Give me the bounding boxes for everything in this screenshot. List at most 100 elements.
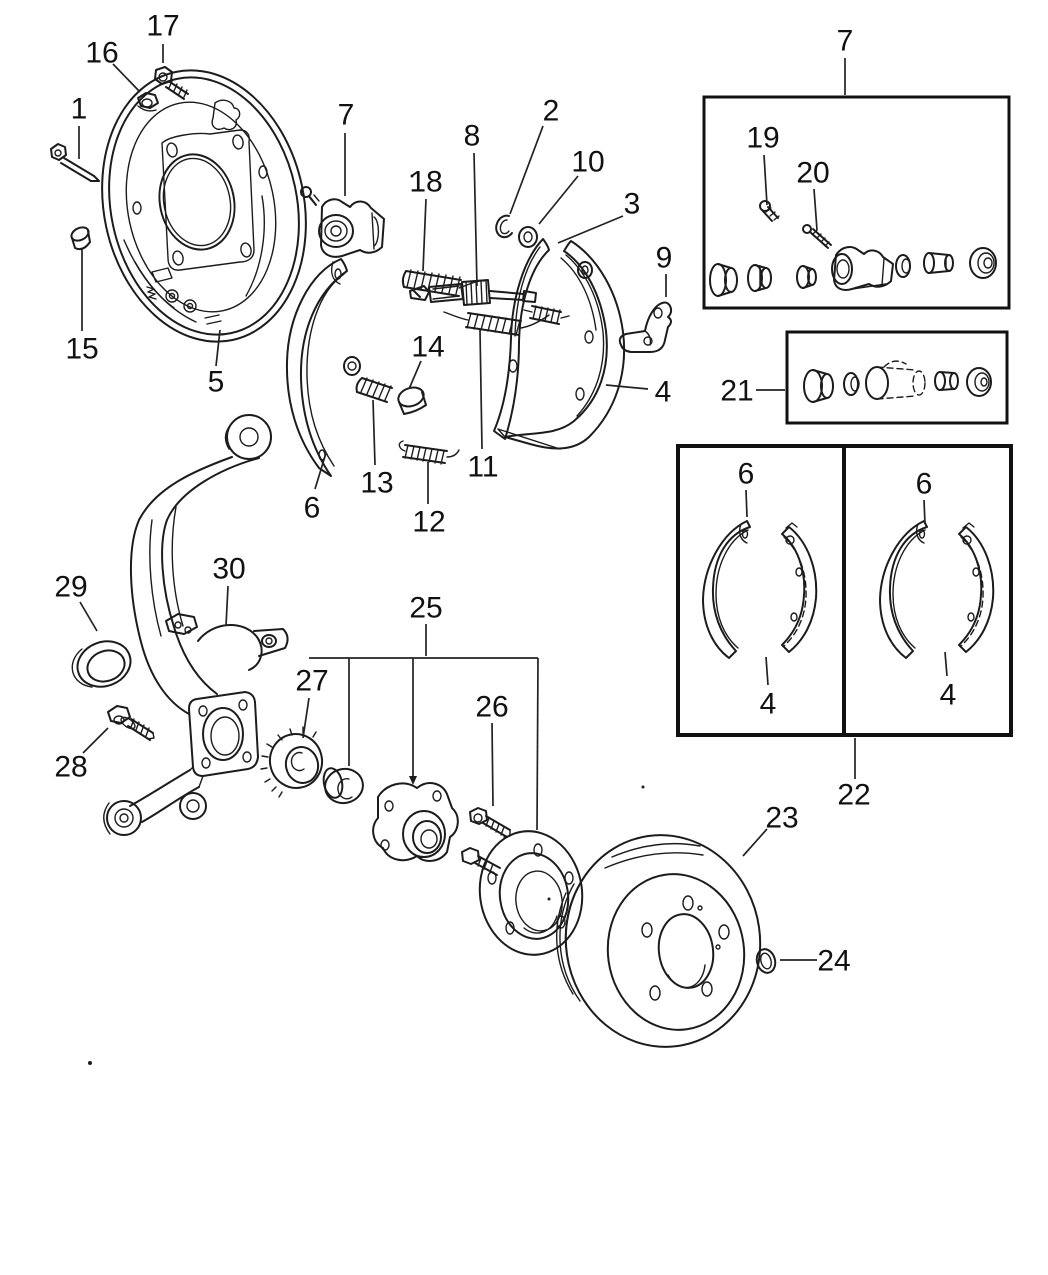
hub-flange-drawing <box>478 830 584 956</box>
callout-leader-4-34 <box>944 651 948 677</box>
callout-label-9-8: 9 <box>656 242 673 275</box>
callout-label-13-12: 13 <box>360 467 393 500</box>
callout-leader-29-28 <box>79 601 98 632</box>
callout-label-16-15: 16 <box>85 37 118 70</box>
bleeder-cap-19-drawing <box>759 200 780 222</box>
callout-label-20-19: 20 <box>796 157 829 190</box>
callout-label-24-23: 24 <box>817 945 850 978</box>
callout-label-17-16: 17 <box>146 10 179 43</box>
wave-washer-10-drawing <box>518 226 538 248</box>
callout-leader-16-15 <box>112 63 141 93</box>
return-spring-11-drawing <box>443 305 570 336</box>
print-dots <box>88 174 645 1065</box>
callout-label-30-29: 30 <box>212 553 245 586</box>
callout-leader-19-18 <box>763 154 768 206</box>
callout-label-5-4: 5 <box>208 366 225 399</box>
hold-down-washer-drawing <box>343 356 361 376</box>
bracket-25-layer <box>309 657 539 831</box>
shoe-spring-12-drawing <box>398 440 460 465</box>
callout-leader-13-12 <box>372 399 376 466</box>
hold-down-spring-13-drawing <box>355 377 393 403</box>
brake-shoe-kit-box-22 <box>676 444 1013 737</box>
callout-leader-23-22 <box>742 828 768 857</box>
brake-shoe-4-drawing <box>497 240 626 450</box>
wheel-cylinder-drawing <box>300 186 385 258</box>
callout-label-18-17: 18 <box>409 166 442 199</box>
bleeder-screw-20-drawing <box>802 224 832 249</box>
bracket-25-line-3 <box>536 657 539 831</box>
callout-label-22-21: 22 <box>837 779 870 812</box>
callout-label-6-31: 6 <box>738 458 755 491</box>
callout-label-4-32: 4 <box>760 688 777 721</box>
callout-label-4-3: 4 <box>655 376 672 409</box>
callout-leader-11-10 <box>479 329 483 450</box>
callout-leader-6-31 <box>745 489 748 518</box>
callout-label-11-10: 11 <box>467 451 498 484</box>
plug-15 <box>70 226 91 251</box>
callout-leader-27-26 <box>302 697 310 739</box>
cylinder-repair-kit-21-drawing <box>803 360 992 403</box>
callout-label-6-33: 6 <box>916 468 933 501</box>
hold-down-cup-14-drawing <box>397 386 427 415</box>
callout-label-15-14: 15 <box>65 333 98 366</box>
callout-label-27-26: 27 <box>295 665 328 698</box>
wheel-cylinder-kit-box-7 <box>702 95 1011 310</box>
callout-leader-4-32 <box>765 656 769 686</box>
parking-shoe-3-drawing <box>493 238 550 440</box>
callout-label-3-2: 3 <box>624 188 641 221</box>
callout-leader-8-7 <box>473 152 478 287</box>
callout-leader-26-25 <box>491 722 494 807</box>
retainer-clip-2-drawing <box>495 214 513 239</box>
hub-nut-cap-drawing <box>322 767 364 805</box>
callout-leader-6-5 <box>314 452 327 490</box>
callout-leader-6-33 <box>923 499 926 525</box>
brake-shoe-6-drawing <box>285 258 348 477</box>
callout-label-23-22: 23 <box>765 802 798 835</box>
knuckle-arm-30-drawing <box>103 414 289 836</box>
anchor-pin-bolt-1 <box>50 143 100 182</box>
callout-label-6-5: 6 <box>304 492 321 525</box>
tone-wheel-27-drawing <box>260 726 324 798</box>
adjuster-assembly-8-drawing <box>409 279 537 306</box>
cylinder-kit-parts-drawing <box>709 246 997 297</box>
bolt-17 <box>154 66 189 100</box>
callout-label-25-24: 25 <box>409 592 442 625</box>
wheel-cylinder-kit-box-21 <box>785 330 1009 425</box>
callout-label-19-18: 19 <box>746 122 779 155</box>
callout-leader-30-29 <box>225 585 229 627</box>
callout-label-7-6: 7 <box>338 99 355 132</box>
callout-leader-2-1 <box>509 125 544 215</box>
callout-leader-10-9 <box>538 175 579 225</box>
callout-label-10-9: 10 <box>571 146 604 179</box>
nut-16 <box>137 92 159 112</box>
callout-label-2-1: 2 <box>543 95 560 128</box>
callout-label-8-7: 8 <box>464 120 481 153</box>
callout-leader-14-13 <box>408 360 422 390</box>
callout-leader-5-4 <box>215 329 221 367</box>
hub-bolt-28-drawing <box>107 705 155 741</box>
callout-leader-20-19 <box>813 188 818 231</box>
backing-plate-drawing <box>101 69 307 343</box>
wheel-stud-second-drawing <box>461 847 501 876</box>
callout-label-7-30: 7 <box>837 25 854 58</box>
callout-leader-28-27 <box>82 727 109 754</box>
callout-label-26-25: 26 <box>475 691 508 724</box>
wheel-stud-26-drawing <box>469 807 511 838</box>
callout-label-4-34: 4 <box>940 679 957 712</box>
callout-label-12-11: 12 <box>412 506 445 539</box>
hub-bearing-drawing <box>372 782 459 862</box>
kit-shoe-pair-left <box>702 520 818 659</box>
callout-label-29-28: 29 <box>54 571 87 604</box>
brake-drum-23-drawing <box>556 834 762 1048</box>
callout-leader-4-3 <box>605 384 649 390</box>
callout-leader-18-17 <box>422 198 427 272</box>
bracket-25-arrowhead <box>409 776 417 785</box>
callout-label-21-20: 21 <box>720 375 753 408</box>
callout-label-28-27: 28 <box>54 751 87 784</box>
parking-lever-9-drawing <box>618 301 673 353</box>
seal-ring-29-drawing <box>71 640 132 688</box>
retainer-ring-24-drawing <box>755 948 777 974</box>
